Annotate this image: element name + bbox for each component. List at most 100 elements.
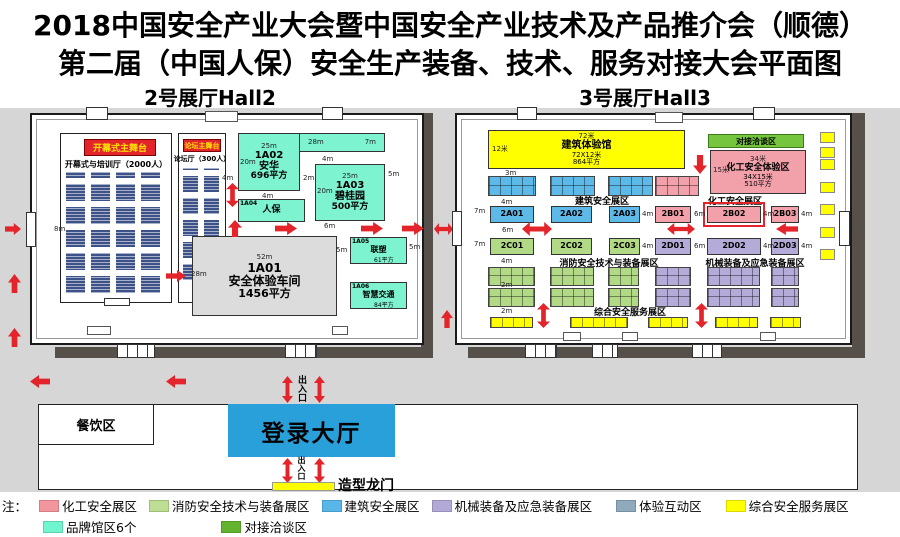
dim-4m: 4m: [763, 210, 775, 218]
dim-4m: 4m: [262, 192, 274, 200]
booth-1a02-code: 1A02: [254, 149, 284, 161]
hall3-top-label-box: [655, 112, 683, 123]
booth-1a05: 联塑: [350, 237, 407, 264]
hall3-left-door: [452, 211, 462, 246]
booth-2d03: 2D03: [771, 238, 799, 255]
dim-4m: 4m: [763, 242, 775, 250]
chemical-pavilion-area: 510平方: [744, 180, 772, 189]
chemical-pavilion-name: 化工安全体验区: [726, 163, 790, 174]
legend-item-brand: 品牌馆区6个: [43, 517, 136, 536]
negotiation-zone-bar: 对接洽谈区: [708, 134, 804, 148]
dim-6m: 6m: [502, 226, 514, 234]
wall-label-box: [760, 332, 776, 341]
hall3-top-door-2: [753, 107, 775, 120]
mini-booth-strip: [608, 176, 653, 196]
wall-label-box: [332, 326, 348, 335]
booth-2d02-code: 2D02: [722, 241, 746, 251]
dim-28m: 28m: [308, 138, 324, 146]
mini-booth-strip: [655, 288, 691, 307]
booth-1a02-area: 696平方: [250, 171, 288, 182]
legend-item-chemical: 化工安全展区: [39, 496, 137, 515]
booth-1a06-code: 1A06: [352, 283, 370, 290]
booth-1a01-area: 1456平方: [238, 286, 291, 300]
dim-2m: 2m: [303, 174, 315, 182]
wall-between-halls: [421, 113, 433, 355]
hall3-entrance-door-2: [592, 344, 618, 358]
forum-stage: 论坛主舞台: [183, 139, 221, 152]
booth-2c02-code: 2C02: [560, 241, 583, 251]
mini-booth-strip: [655, 267, 691, 286]
mini-booth-strip: [550, 176, 595, 196]
dim-4m: 4m: [801, 242, 813, 250]
dim-7m: 7m: [364, 138, 376, 146]
hall2-entrance-door-1: [117, 344, 155, 358]
dim-6m: 6m: [694, 242, 706, 250]
aisle-arrow-horizontal: [522, 222, 552, 236]
mini-booth-strip: [655, 176, 699, 196]
legend-item-construction: 建筑安全展区: [321, 496, 420, 515]
entrance-label-bottom: 出入口: [297, 456, 306, 480]
flow-arrow-vertical: [226, 183, 239, 207]
gate-bar: [272, 482, 335, 491]
hall3-right-door: [839, 211, 850, 246]
hall3-top-door-1: [517, 107, 537, 120]
construction-pavilion: 72米 建筑体验馆 72X12米 864平方: [488, 130, 685, 169]
booth-2b02-code: 2B02: [722, 209, 746, 219]
dining-area: 餐饮区: [38, 404, 154, 445]
dim-25m: 25m: [261, 141, 277, 150]
booth-1a06-area: 84平方: [374, 302, 394, 309]
booth-2a01-code: 2A01: [500, 209, 524, 219]
dim-72m: 72米: [578, 132, 595, 141]
page-title-line1: 2018中国安全产业大会暨中国安全产业技术及产品推介会（顺德）: [33, 9, 867, 42]
legend-label: 对接洽谈区: [244, 520, 307, 535]
aisle-arrow-vertical: [695, 303, 708, 328]
booth-2b01-code: 2B01: [661, 209, 685, 219]
mini-booth-strip: [715, 317, 758, 328]
booth-1a03-area: 500平方: [331, 201, 369, 212]
between-halls-arrow: [434, 223, 453, 235]
main-stage: 开幕式主舞台: [84, 139, 156, 156]
dim-20m: 20m: [317, 187, 333, 195]
booth-2b03-code: 2B03: [773, 209, 797, 219]
booth-2c01: 2C01: [490, 238, 534, 255]
construction-pavilion-size: 72X12米: [571, 150, 602, 159]
booth-2c03: 2C03: [609, 238, 640, 255]
booth-2b03: 2B03: [771, 206, 799, 223]
dim-7m: 7m: [474, 207, 486, 215]
mini-booth-strip: [770, 317, 801, 328]
legend-label: 综合安全服务展区: [748, 499, 849, 514]
page-title-line2: 第二届（中国人保）安全生产装备、技术、服务对接大会平面图: [57, 47, 842, 80]
wall-label-box: [622, 332, 638, 341]
concourse-box: [38, 404, 858, 490]
legend-swatch-experience: [616, 499, 637, 512]
booth-2b01: 2B01: [655, 206, 691, 223]
side-booth-yellow: [820, 204, 835, 215]
booth-1a05-code: 1A05: [352, 238, 370, 245]
legend-label: 品牌馆区6个: [66, 520, 137, 535]
login-hall: 登录大厅: [228, 404, 395, 457]
hall3-entrance-door-1: [525, 344, 557, 358]
dim-28m: 28m: [191, 270, 207, 278]
wall-below-hall2: [55, 347, 433, 358]
booth-1a03-name: 碧桂园: [335, 191, 365, 203]
dim-4m: 4m: [642, 210, 654, 218]
mini-booth-strip: [707, 288, 760, 307]
booth-1a03-code: 1A03: [335, 180, 365, 192]
dim-6m: 6m: [324, 222, 336, 230]
dim-4m: 4m: [501, 198, 513, 206]
side-booth-yellow: [820, 159, 835, 170]
legend-swatch-comprehensive: [725, 499, 746, 512]
legend-swatch-fire: [149, 499, 170, 512]
chemical-pavilion-size: 34X15米: [743, 172, 773, 181]
mini-booth-strip: [550, 267, 594, 286]
booth-1a04-name: 人保: [262, 204, 281, 215]
legend-swatch-construction: [321, 499, 342, 512]
construction-pavilion-area: 864平方: [572, 158, 601, 167]
booth-2d01: 2D01: [655, 238, 691, 255]
booth-2c01-code: 2C01: [500, 241, 524, 251]
booth-1a05-name: 联塑: [370, 245, 387, 255]
forum-hall-label: 论坛厅（300人）: [173, 155, 231, 163]
side-booth-yellow: [820, 227, 835, 238]
training-hall-label: 开幕式与培训厅（2000人）: [64, 160, 168, 169]
zone-machinery-label: 机械装备及应急装备展区: [705, 259, 805, 269]
